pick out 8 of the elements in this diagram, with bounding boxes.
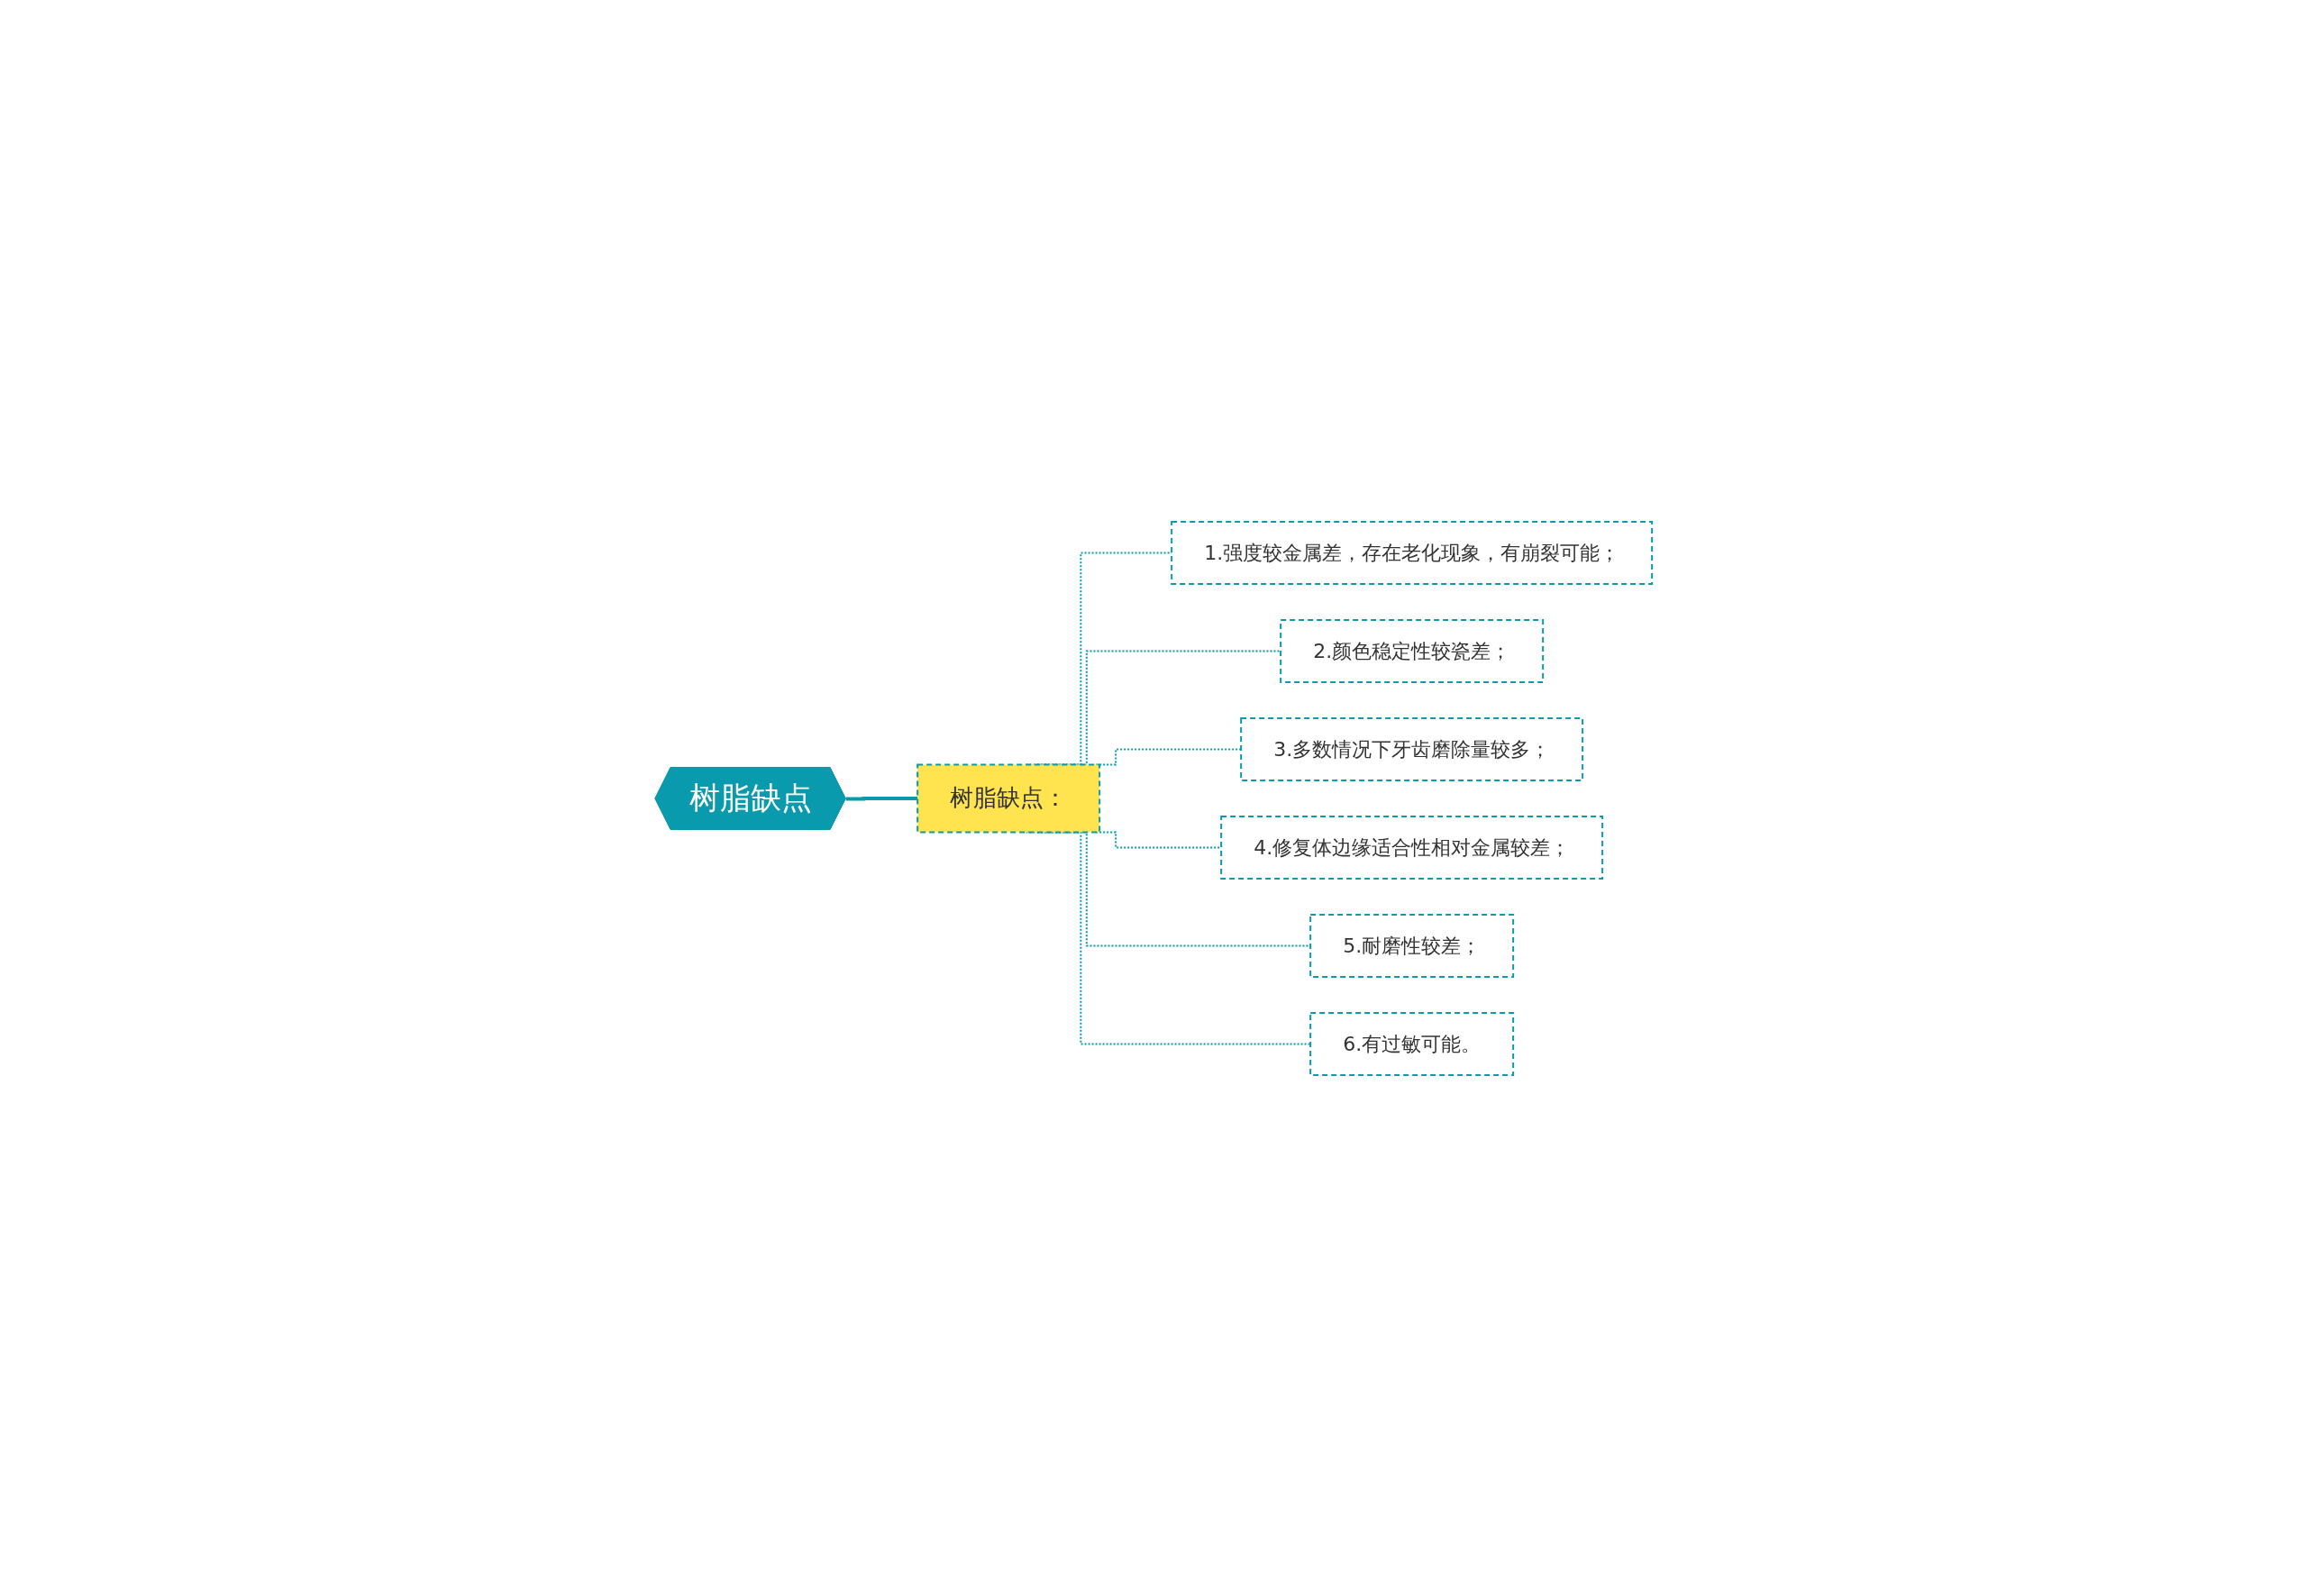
- node-box: 4.修复体边缘适合性相对金属较差；: [1220, 815, 1604, 880]
- node-box: 树脂缺点：: [916, 763, 1101, 833]
- node-box: 1.强度较金属差，存在老化现象，有崩裂可能；: [1171, 520, 1654, 585]
- node-box: 6.有过敏可能。: [1309, 1011, 1515, 1076]
- node-box: 2.颜色稳定性较瓷差；: [1280, 618, 1545, 683]
- node-box: 5.耐磨性较差；: [1309, 913, 1515, 978]
- connector: [845, 796, 918, 800]
- node-box: 3.多数情况下牙齿磨除量较多；: [1240, 716, 1584, 781]
